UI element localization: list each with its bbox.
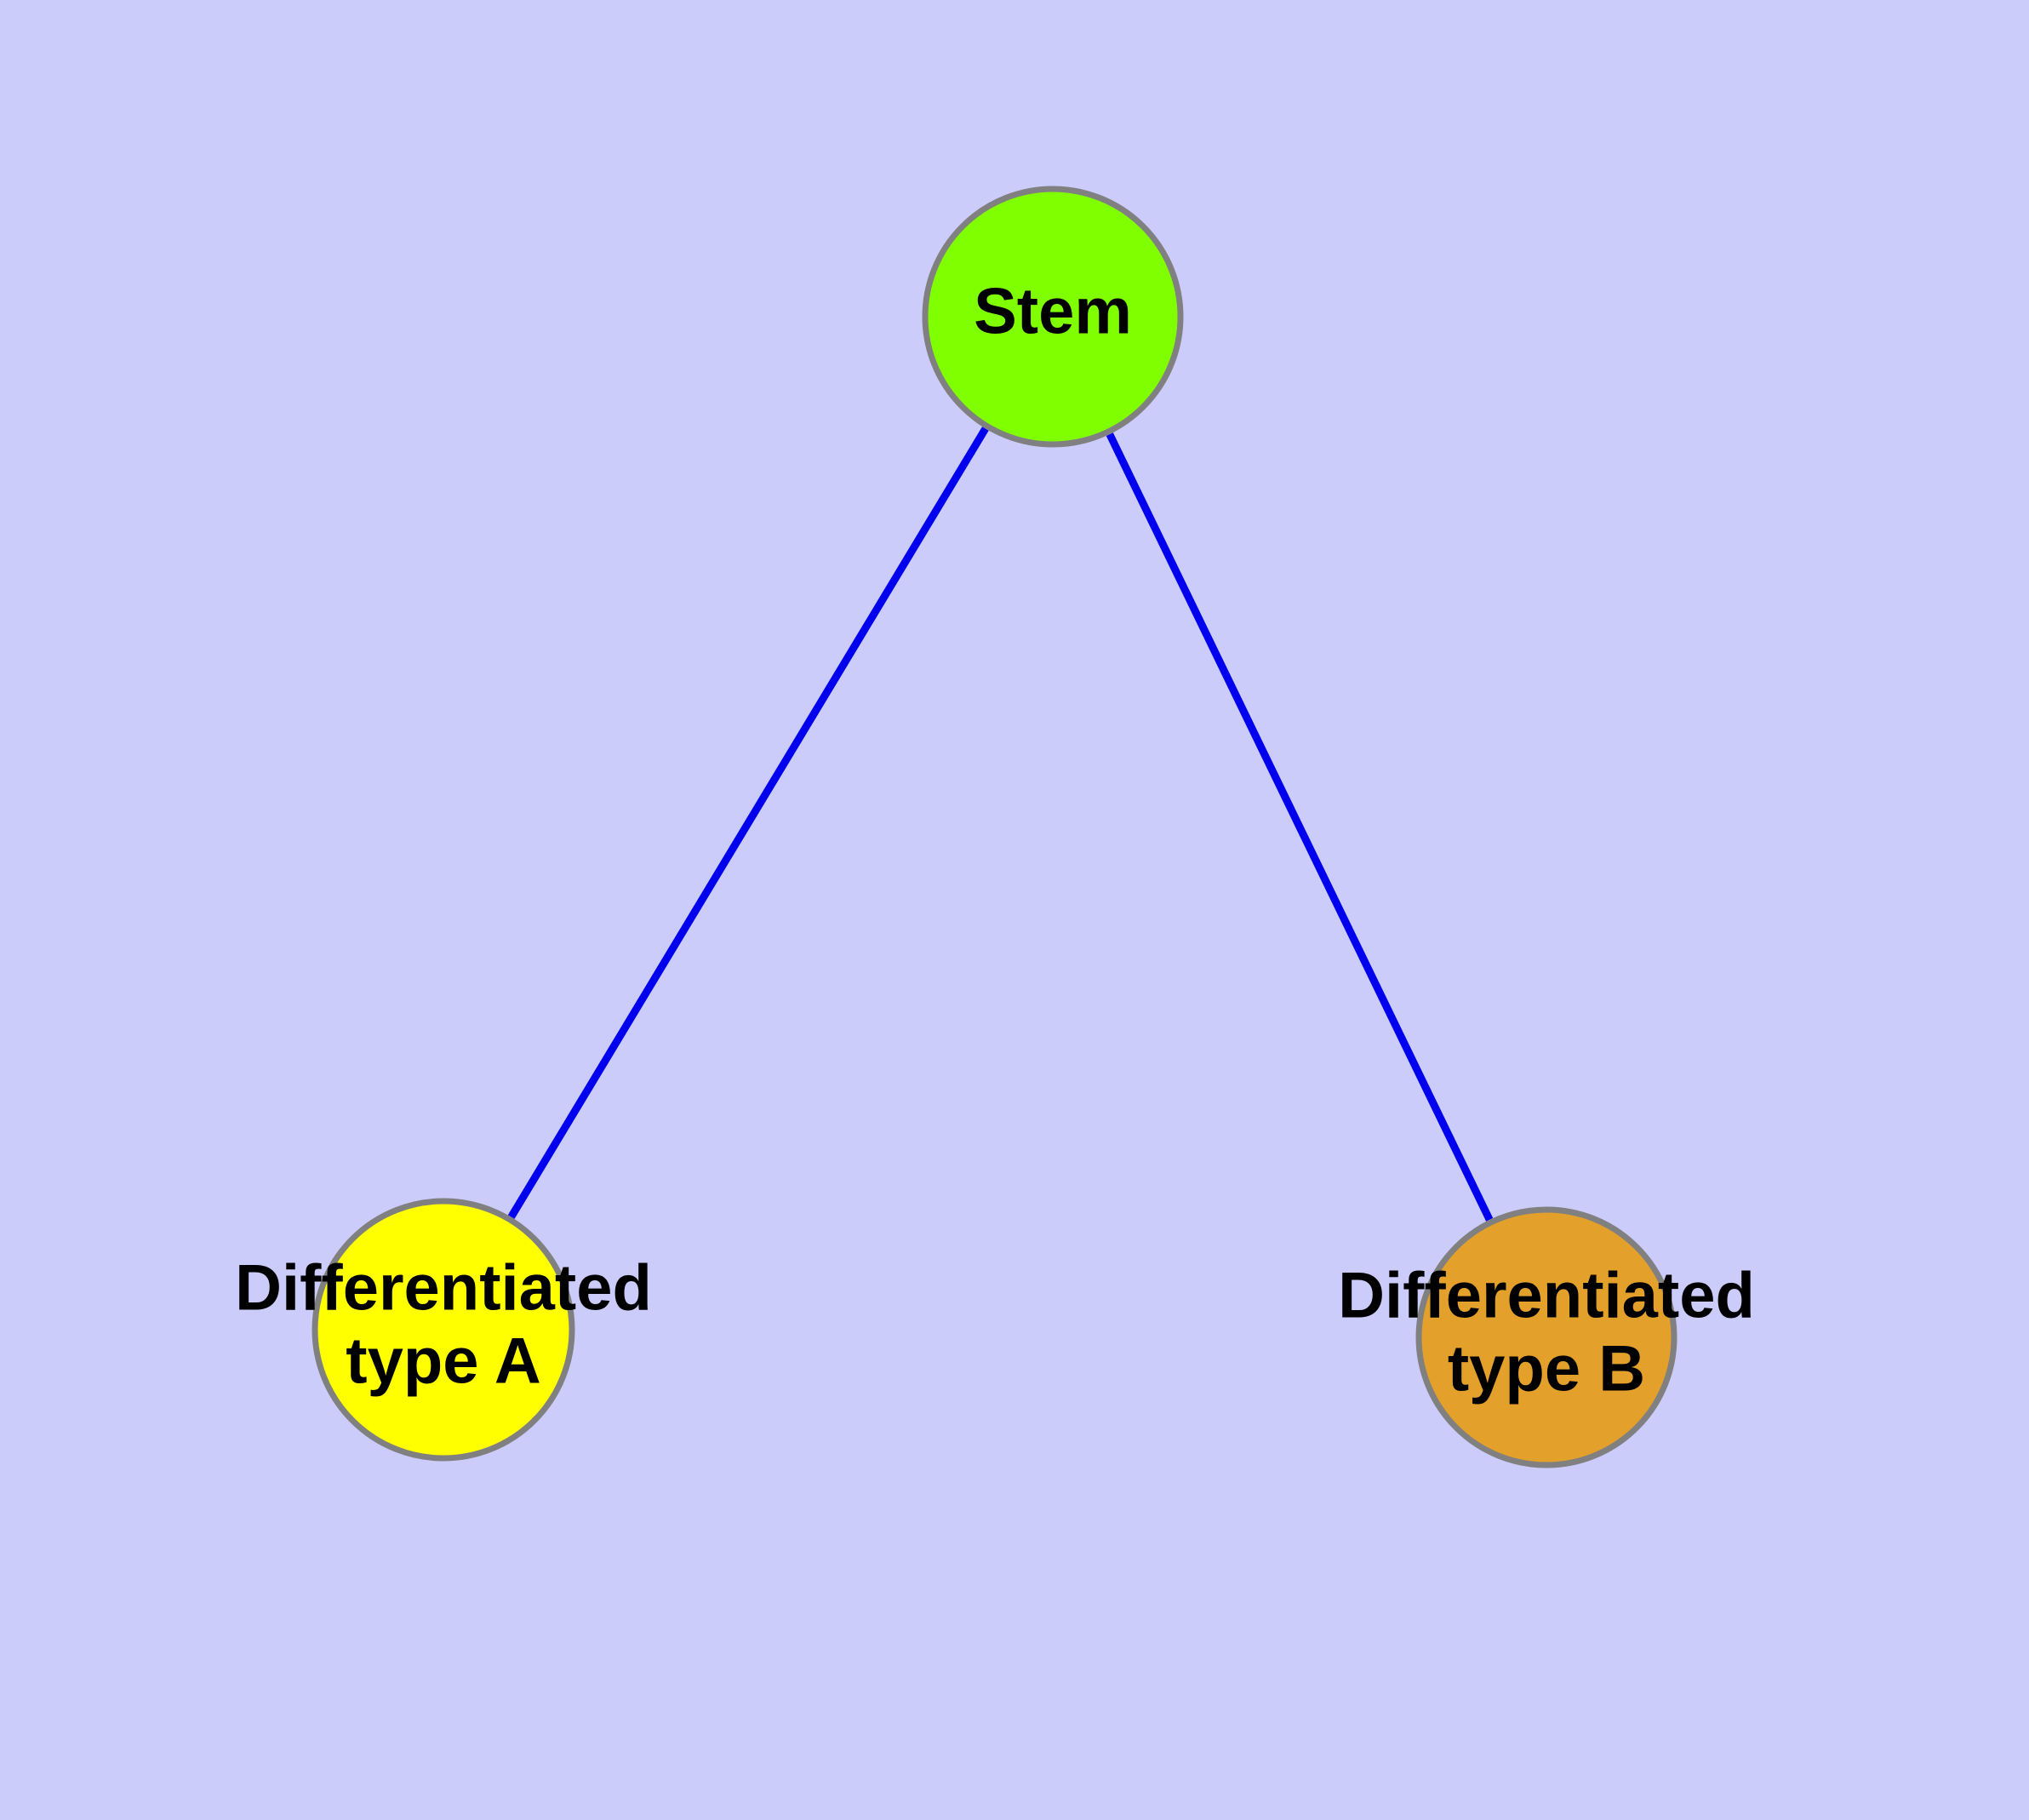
node-label-line: Stem — [974, 275, 1132, 347]
node-label-line: type A — [346, 1325, 540, 1397]
node-label-line: Differentiated — [1338, 1259, 1755, 1331]
node-label-stem: Stem — [974, 275, 1132, 347]
edges-layer — [507, 426, 1494, 1222]
edge-stem-diff-b[interactable] — [1106, 432, 1494, 1222]
node-label-line: type B — [1448, 1332, 1645, 1405]
nodes-layer — [311, 186, 1677, 1468]
node-stem[interactable] — [922, 186, 1184, 448]
node-diff_b[interactable] — [1415, 1206, 1677, 1468]
node-label-line: Differentiated — [235, 1251, 652, 1324]
edge-stem-diff-a[interactable] — [507, 426, 989, 1219]
node-diff_a[interactable] — [311, 1198, 575, 1462]
